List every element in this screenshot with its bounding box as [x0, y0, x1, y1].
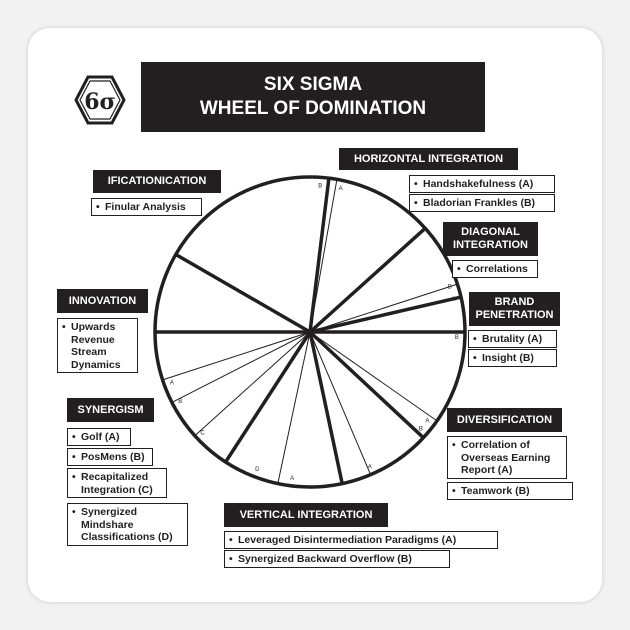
spoke-label: B — [448, 285, 452, 291]
wheel-spoke — [308, 331, 344, 484]
logo-text: 6σ — [84, 89, 116, 115]
spoke-label: B — [455, 335, 459, 341]
page-title: SIX SIGMA WHEEL OF DOMINATION — [141, 62, 485, 132]
wheel-spoke — [308, 330, 425, 439]
brand-penetration-item-a: •Brutality (A) — [468, 330, 557, 348]
wheel-spoke — [309, 331, 438, 422]
ificationication-header: IFICATIONICATION — [93, 170, 221, 193]
title-line-1: SIX SIGMA — [263, 74, 363, 95]
wheel-spoke — [309, 331, 372, 475]
spoke-label: B — [178, 399, 182, 405]
horizontal-integration-item-a: •Handshakefulness (A) — [409, 175, 555, 193]
six-sigma-logo-icon: 6σ — [74, 74, 126, 126]
spoke-label: A — [170, 380, 174, 386]
wheel-spoke — [171, 331, 311, 403]
brand-penetration-header: BRAND PENETRATION — [469, 292, 560, 326]
synergism-item-c: •Recapitalized Integration (C) — [67, 468, 167, 498]
spoke-label: A — [368, 464, 372, 470]
innovation-item: •Upwards Revenue Stream Dynamics — [57, 318, 138, 373]
horizontal-integration-header: HORIZONTAL INTEGRATION — [339, 148, 518, 170]
vertical-integration-header: VERTICAL INTEGRATION — [224, 503, 388, 527]
wheel-spoke — [162, 331, 311, 381]
horizontal-integration-item-b: •Bladorian Frankles (B) — [409, 194, 555, 212]
vertical-integration-item-b: •Synergized Backward Overflow (B) — [224, 550, 450, 568]
diversification-header: DIVERSIFICATION — [447, 408, 562, 432]
wheel-spoke — [277, 331, 311, 484]
brand-penetration-item-b: •Insight (B) — [468, 349, 557, 367]
diagonal-integration-header: DIAGONAL INTEGRATION — [443, 222, 538, 256]
synergism-item-d: •Synergized Mindshare Classifications (D… — [67, 503, 188, 546]
diversification-item-b: •Teamwork (B) — [447, 482, 573, 500]
spoke-label: A — [290, 476, 294, 482]
diagonal-integration-item: •Correlations — [452, 260, 538, 278]
wheel-spoke — [224, 331, 312, 463]
wheel-spoke — [194, 331, 311, 437]
wheel-spoke — [309, 295, 462, 334]
title-line-2: WHEEL OF DOMINATION — [199, 98, 427, 119]
innovation-header: INNOVATION — [57, 289, 148, 313]
spoke-label: A — [451, 297, 455, 303]
wheel-spoke — [174, 252, 311, 334]
wheel-spoke — [308, 177, 331, 333]
synergism-item-a: •Golf (A) — [67, 428, 131, 446]
wheel-spoke — [309, 283, 458, 333]
spoke-label: D — [255, 467, 260, 473]
spoke-label: A — [425, 419, 429, 425]
vertical-integration-item-a: •Leveraged Disintermediation Paradigms (… — [224, 531, 498, 549]
spoke-label: C — [200, 430, 205, 436]
spoke-label: B — [318, 183, 322, 189]
diversification-item-a: •Correlation of Overseas Earning Report … — [447, 436, 567, 479]
synergism-header: SYNERGISM — [67, 398, 154, 422]
spoke-label: A — [339, 186, 343, 192]
synergism-item-b: •PosMens (B) — [67, 448, 153, 466]
ificationication-item: •Finular Analysis — [91, 198, 202, 216]
wheel-rim — [153, 175, 467, 489]
wheel-spoke — [308, 226, 427, 334]
spoke-label: B — [419, 426, 423, 432]
